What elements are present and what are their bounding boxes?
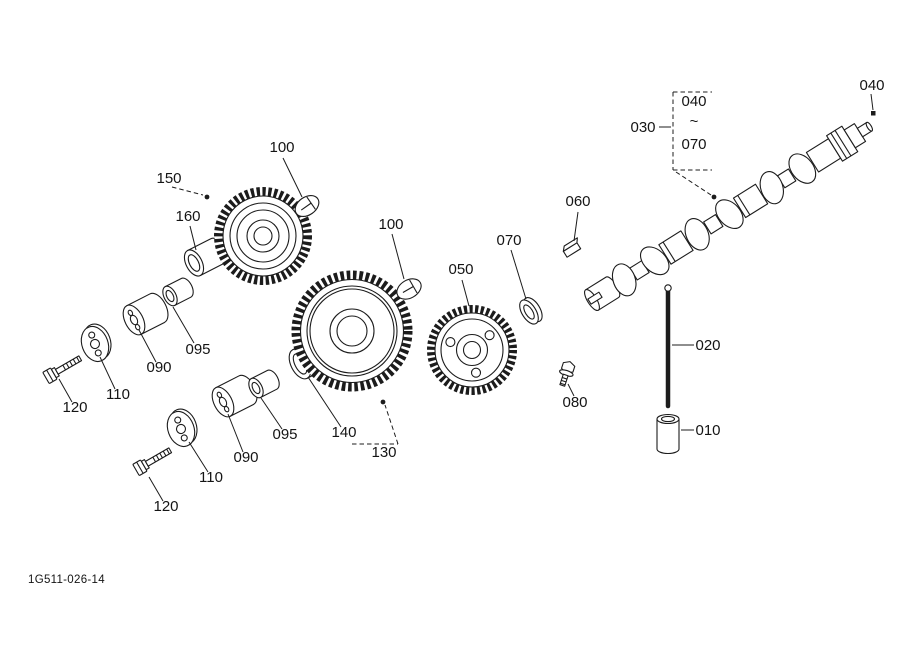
bolt-120-left [42,355,83,384]
leader-095-right [260,397,283,430]
plate-110-right [166,408,198,448]
part-label-095-left: 095 [185,341,210,358]
leader-150-dot [204,194,210,200]
bolt-080 [559,361,576,387]
leader-130-dot [380,399,386,405]
part-label-100-upper: 100 [269,139,294,156]
part-label-030: 030 [630,119,655,136]
leader-120-left [58,378,73,403]
part-label-tilde: ~ [690,113,699,130]
part-label-050: 050 [448,261,473,278]
part-label-150: 150 [156,170,181,187]
key-100-lower [396,278,422,300]
part-label-110-left: 110 [106,386,130,403]
leader-110-right [188,441,209,473]
part-label-120-right: 120 [153,498,178,515]
push-rod-020 [664,284,672,409]
bushing-095-right [248,369,280,399]
part-label-070-group: 070 [681,136,706,153]
part-label-070: 070 [496,232,521,249]
leader-130-dashed-d [384,404,399,445]
part-label-020: 020 [695,337,720,354]
collar-070 [519,297,543,325]
part-label-130: 130 [371,444,396,461]
leader-050 [461,279,470,307]
key-100-upper [294,194,320,218]
leader-030-dashed-d [675,171,712,196]
part-label-010: 010 [695,422,720,439]
leader-150-dashed [171,186,204,196]
drawing-code: 1G511-026-14 [28,574,105,586]
bearing-090-left [122,292,169,336]
camshaft-030 [584,121,874,312]
leader-060 [573,211,579,242]
part-label-060: 060 [565,193,590,210]
part-label-080: 080 [562,394,587,411]
key-060 [562,237,582,258]
leader-120-right [148,476,164,502]
part-label-090-right: 090 [233,449,258,466]
cam-gear-130 [291,270,413,392]
part-labels: 040 030 040 ~ 070 060 100 150 160 100 07… [62,77,884,515]
tappet-010 [656,413,680,455]
leader-lines [58,91,876,502]
leader-090-right [227,413,244,453]
leader-100-upper [282,157,303,198]
gear-050 [427,305,517,395]
part-label-120-left: 120 [62,399,87,416]
leader-070 [510,249,527,300]
bolt-120-right [132,447,173,476]
plate-110-left [80,323,112,363]
leader-040-top-dot [871,111,876,116]
leader-095-left [172,306,195,344]
leader-030-dot [711,194,717,200]
part-label-110-right: 110 [199,469,223,486]
part-label-160: 160 [175,208,200,225]
part-label-140: 140 [331,424,356,441]
leader-160 [189,225,197,251]
leader-040-top [870,93,874,111]
leader-080 [567,383,575,397]
part-label-095-right: 095 [272,426,297,443]
part-label-090-left: 090 [146,359,171,376]
leader-110-left [99,356,116,390]
part-label-100-lower: 100 [378,216,403,233]
leader-090-left [138,329,157,363]
part-label-040-top: 040 [859,77,884,94]
leader-140 [307,376,342,428]
part-label-040-group: 040 [681,93,706,110]
leader-100-lower [391,233,405,280]
idler-gear-150 [214,187,312,285]
bushing-095-left [162,277,194,307]
